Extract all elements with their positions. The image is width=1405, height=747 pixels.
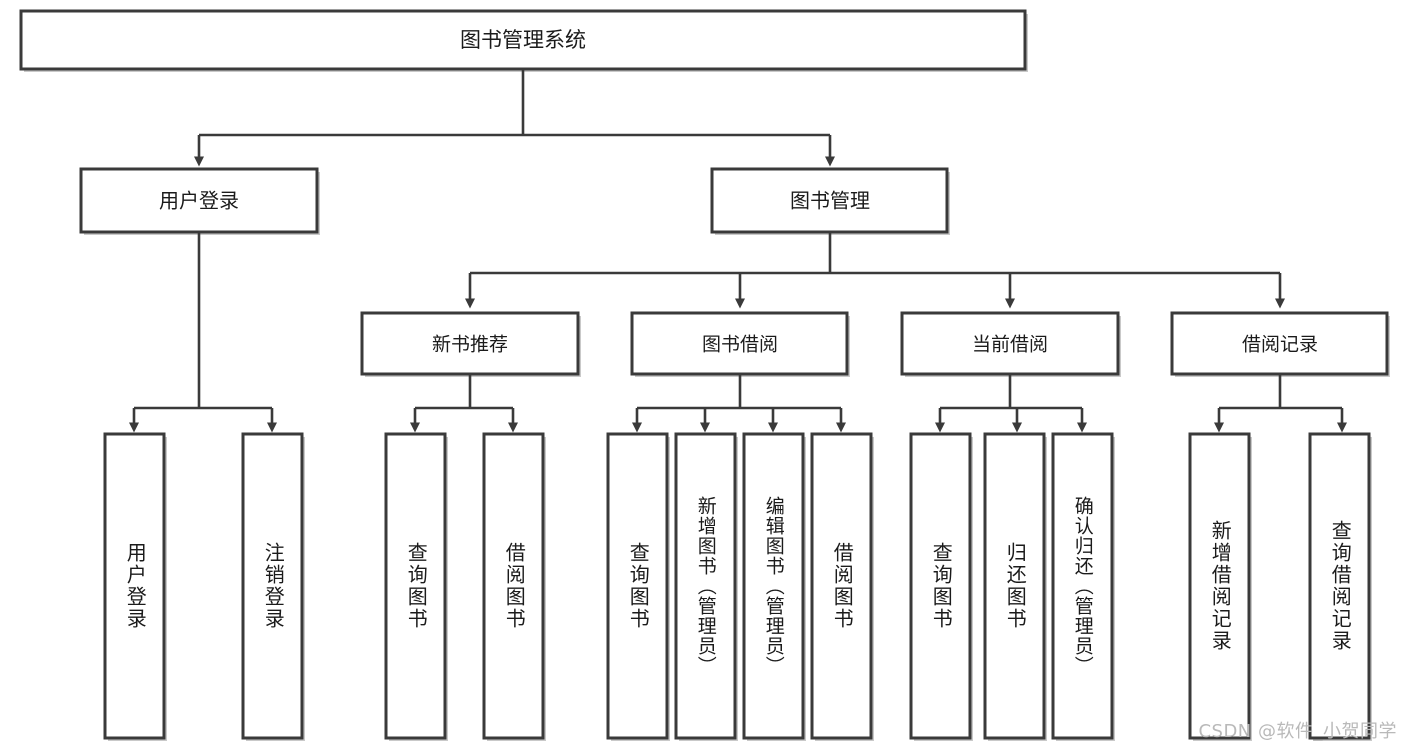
node-leaf-confirm-return[interactable] <box>1051 432 1114 740</box>
node-leaf-query-book-rec[interactable] <box>384 432 447 740</box>
label-book-manage: 图书管理 <box>790 189 870 213</box>
label-new-book-rec: 新书推荐 <box>432 334 508 356</box>
node-labels: 图书管理系统 用户登录 图书管理 新书推荐 图书借阅 当前借阅 借阅记录 <box>159 28 1318 356</box>
node-leaf-borrow-book[interactable] <box>810 432 873 740</box>
label-user-login: 用户登录 <box>159 189 239 213</box>
node-leaf-add-book[interactable] <box>674 432 737 740</box>
node-new-book-rec[interactable] <box>360 311 580 376</box>
node-leaf-user-logout[interactable] <box>241 432 304 740</box>
label-current-borrow: 当前借阅 <box>972 334 1048 356</box>
node-leaf-return-book[interactable] <box>983 432 1046 740</box>
node-leaf-add-record[interactable] <box>1188 432 1251 740</box>
node-book-borrow[interactable] <box>630 311 849 376</box>
label-root: 图书管理系统 <box>460 28 586 52</box>
node-root[interactable] <box>19 9 1027 71</box>
node-leaf-borrow-book-rec[interactable] <box>482 432 545 740</box>
connectors <box>129 69 1347 433</box>
node-boxes <box>19 9 1389 740</box>
label-borrow-record: 借阅记录 <box>1242 334 1318 356</box>
node-borrow-record[interactable] <box>1170 311 1389 376</box>
label-book-borrow: 图书借阅 <box>702 334 778 356</box>
csdn-watermark: CSDN @软件_小贺同学 <box>1198 721 1397 742</box>
node-book-manage[interactable] <box>710 167 949 234</box>
node-leaf-query-record[interactable] <box>1308 432 1371 740</box>
node-leaf-query-book-borrow[interactable] <box>606 432 669 740</box>
node-user-login[interactable] <box>79 167 319 234</box>
node-leaf-edit-book[interactable] <box>742 432 805 740</box>
node-leaf-user-login[interactable] <box>103 432 166 740</box>
node-leaf-query-book-cur[interactable] <box>909 432 972 740</box>
node-current-borrow[interactable] <box>900 311 1120 376</box>
